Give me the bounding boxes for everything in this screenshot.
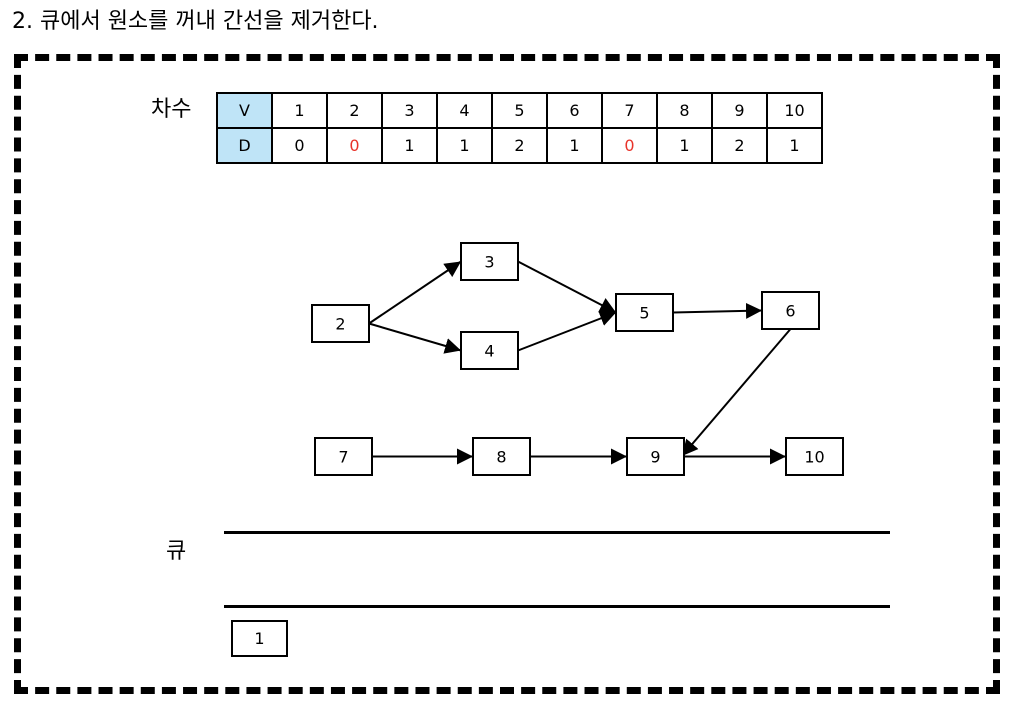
degree-row: D 0 0 1 1 2 1 0 1 2 1 xyxy=(216,127,823,164)
vertex-cell: 6 xyxy=(546,92,603,129)
vertex-cell: 9 xyxy=(711,92,768,129)
degree-cell: 1 xyxy=(656,127,713,164)
graph-node: 5 xyxy=(615,293,674,332)
graph-node-box xyxy=(460,242,519,281)
degree-table: V 1 2 3 4 5 6 7 8 9 10 D 0 0 1 1 2 1 0 1… xyxy=(216,92,823,164)
vertex-cell: 1 xyxy=(271,92,328,129)
vertex-row: V 1 2 3 4 5 6 7 8 9 10 xyxy=(216,92,823,129)
queue-bottom-line xyxy=(224,605,890,608)
graph-node: 10 xyxy=(785,437,844,476)
graph-node: 4 xyxy=(460,331,519,370)
graph-edge-5-6 xyxy=(672,302,763,319)
vertex-row-header: V xyxy=(216,92,273,129)
graph-node-box xyxy=(311,304,370,343)
graph-node: 3 xyxy=(460,242,519,281)
graph-node-label: 2 xyxy=(335,315,345,334)
graph-node: 9 xyxy=(626,437,685,476)
vertex-cell: 8 xyxy=(656,92,713,129)
graph-node-label: 9 xyxy=(650,448,660,467)
graph-node-box xyxy=(472,437,531,476)
dequeued-element: 1 xyxy=(231,620,288,657)
graph-node-box xyxy=(314,437,373,476)
vertex-cell: 3 xyxy=(381,92,438,129)
vertex-cell: 5 xyxy=(491,92,548,129)
graph-node-label: 4 xyxy=(484,342,494,361)
graph-node-box xyxy=(626,437,685,476)
degree-cell: 2 xyxy=(711,127,768,164)
degree-cell: 0 xyxy=(271,127,328,164)
queue-top-line xyxy=(224,531,890,534)
dashed-frame xyxy=(14,54,1000,694)
graph-edge-3-5 xyxy=(517,260,617,314)
graph-edge-2-3 xyxy=(368,260,462,325)
degree-cell: 1 xyxy=(546,127,603,164)
graph-edge-2-4 xyxy=(368,322,462,354)
vertex-cell: 10 xyxy=(766,92,823,129)
degree-label: 차수 xyxy=(151,97,192,122)
degree-cell: 1 xyxy=(766,127,823,164)
degree-cell: 1 xyxy=(436,127,493,164)
graph-node-label: 7 xyxy=(338,448,348,467)
graph-node: 2 xyxy=(311,304,370,343)
page-title: 2. 큐에서 원소를 꺼내 간선을 제거한다. xyxy=(12,9,379,34)
graph-node: 7 xyxy=(314,437,373,476)
graph-node: 6 xyxy=(761,291,820,330)
graph-node-label: 10 xyxy=(804,448,824,467)
vertex-cell: 4 xyxy=(436,92,493,129)
graph-node-label: 5 xyxy=(639,304,649,323)
graph-node-label: 8 xyxy=(496,448,506,467)
graph-node-box xyxy=(460,331,519,370)
vertex-cell: 2 xyxy=(326,92,383,129)
degree-cell: 0 xyxy=(601,127,658,164)
degree-cell: 0 xyxy=(326,127,383,164)
graph-node-box xyxy=(615,293,674,332)
degree-cell: 1 xyxy=(381,127,438,164)
queue-label: 큐 xyxy=(166,539,187,564)
graph-node-label: 6 xyxy=(785,302,795,321)
graph-node: 8 xyxy=(472,437,531,476)
degree-row-header: D xyxy=(216,127,273,164)
degree-cell: 2 xyxy=(491,127,548,164)
graph-edge-4-5 xyxy=(517,310,617,352)
graph-edge-6-9 xyxy=(681,328,792,457)
graph-node-label: 3 xyxy=(484,253,494,272)
vertex-cell: 7 xyxy=(601,92,658,129)
graph-node-box xyxy=(761,291,820,330)
graph-node-box xyxy=(785,437,844,476)
